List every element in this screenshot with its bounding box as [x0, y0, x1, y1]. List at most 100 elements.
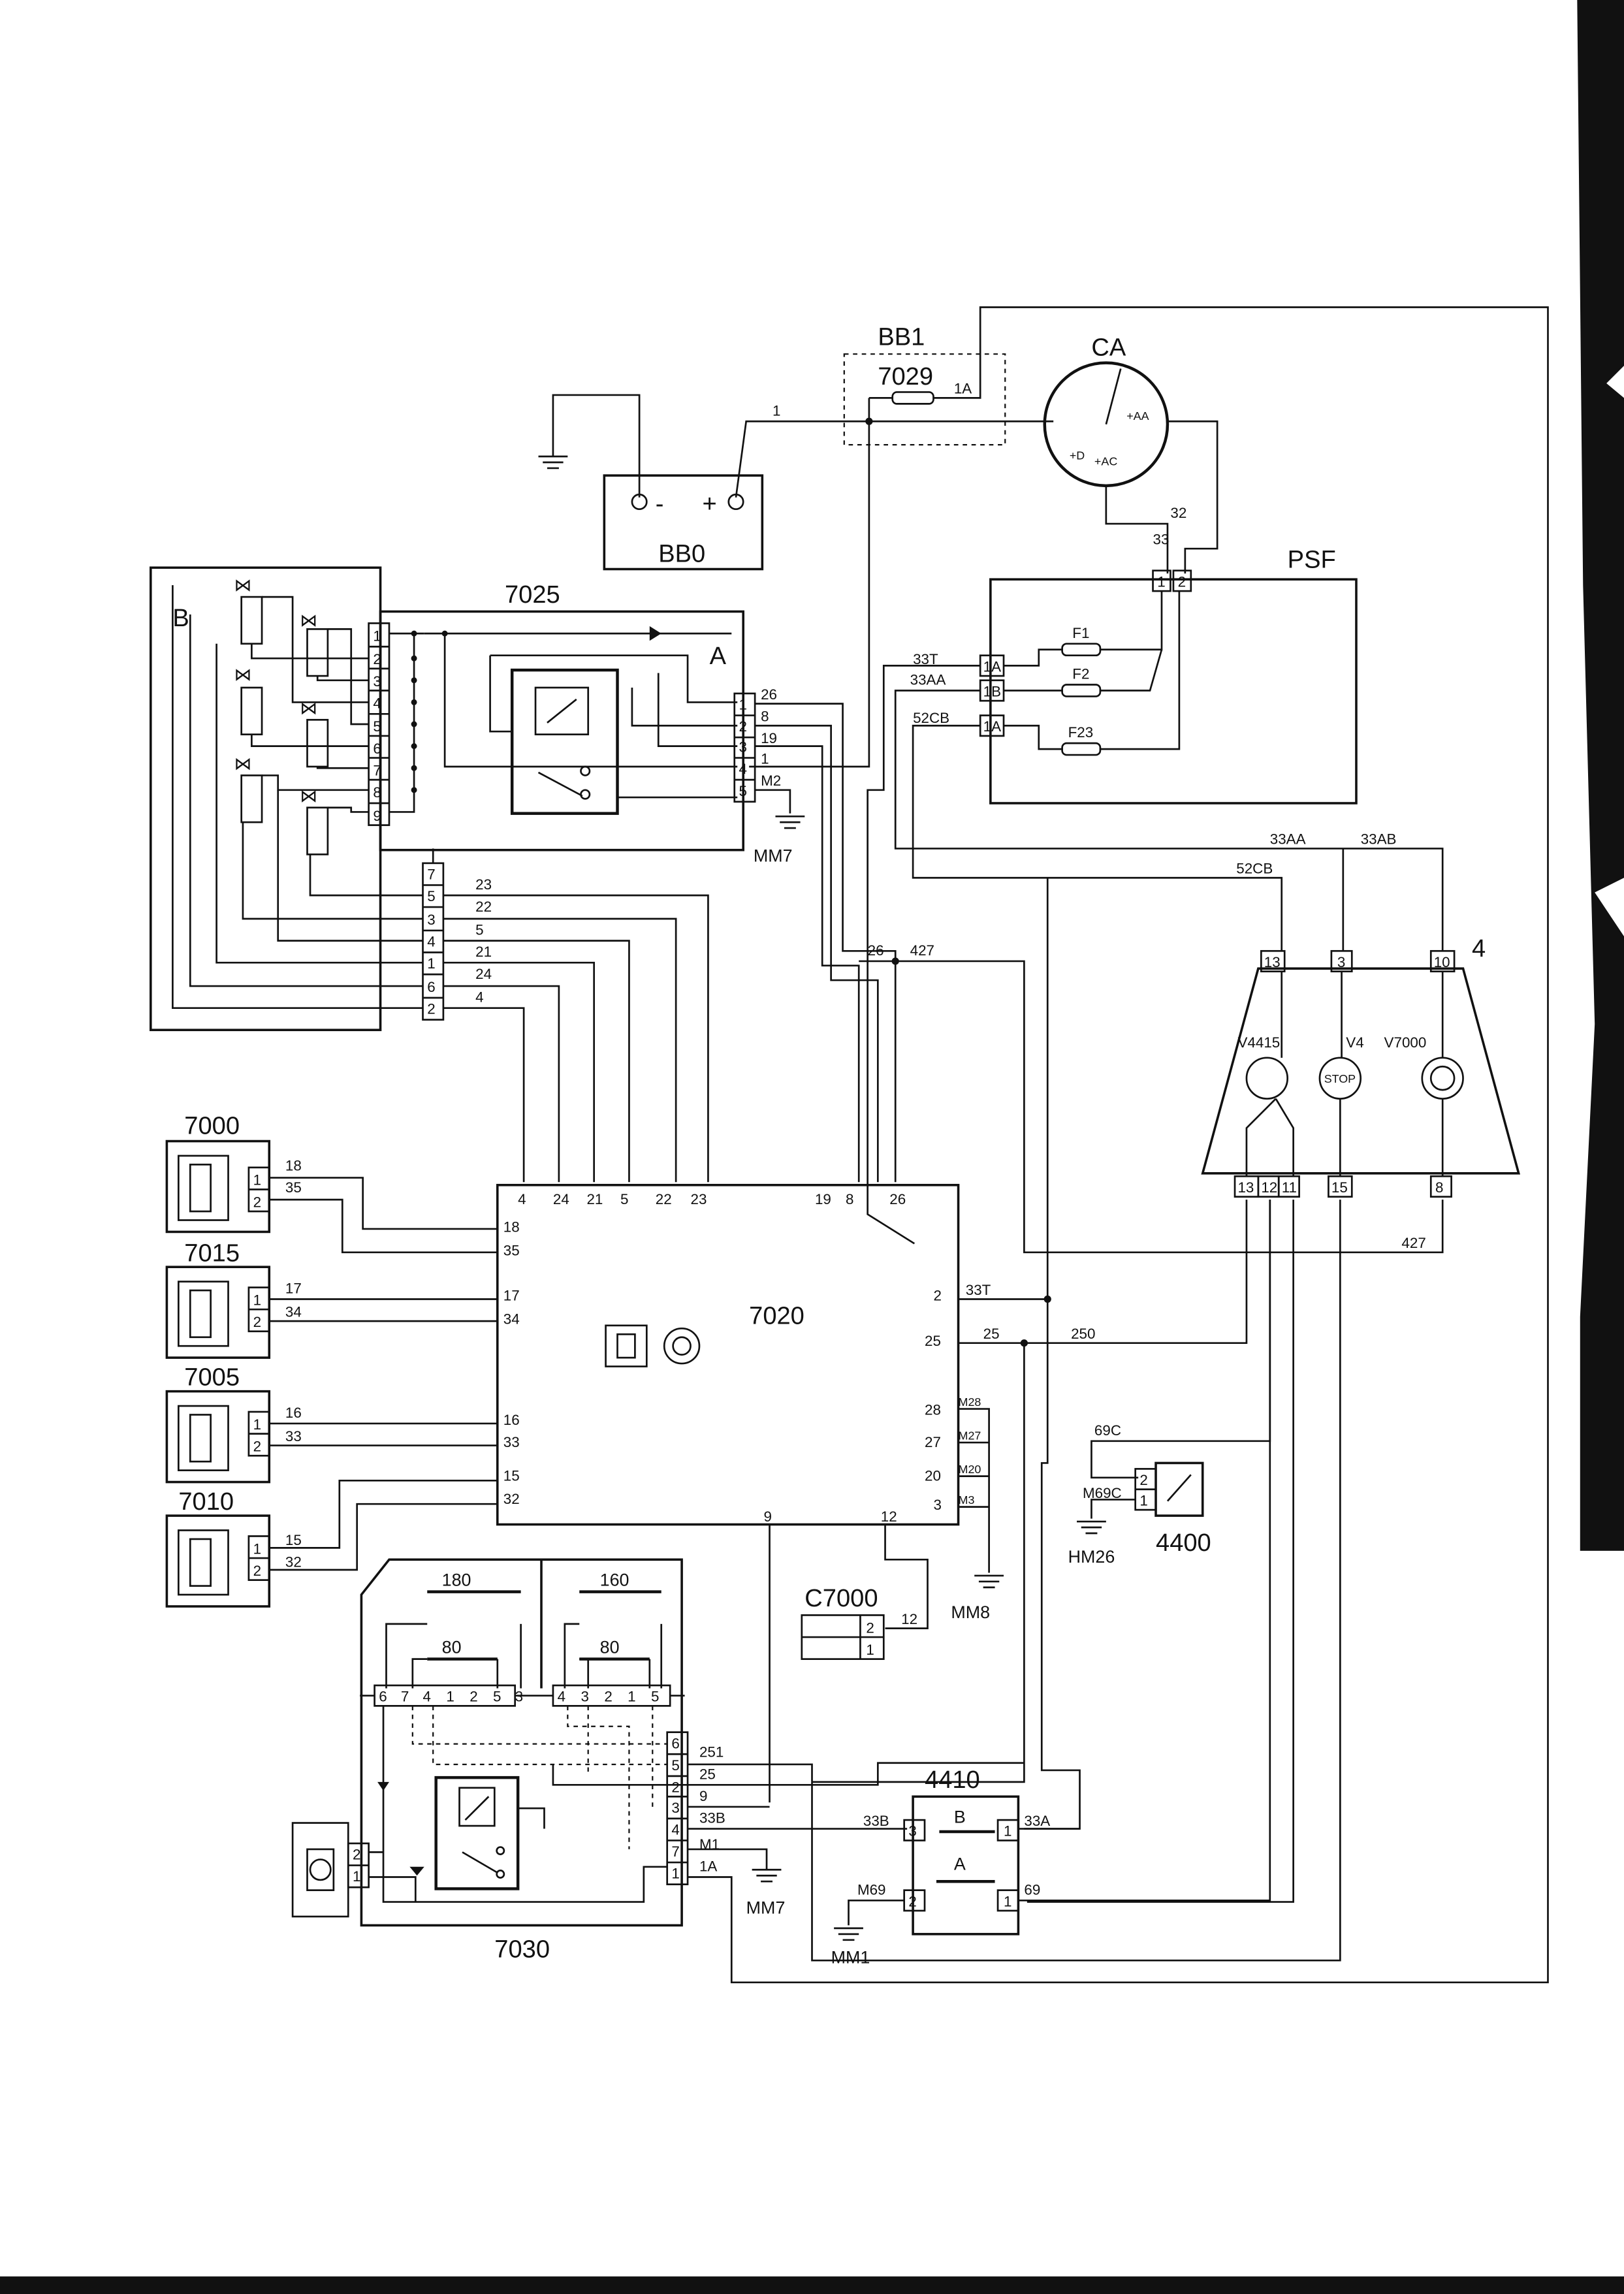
svg-text:F2: F2 — [1072, 666, 1089, 682]
svg-text:7: 7 — [671, 1843, 679, 1860]
injector-symbols: ⋈⋈ ⋈⋈ ⋈⋈ — [234, 575, 369, 855]
svg-text:4: 4 — [518, 1191, 526, 1207]
svg-text:1: 1 — [1004, 1823, 1011, 1840]
mm7-top-label: MM7 — [754, 846, 793, 866]
svg-text:7015: 7015 — [184, 1239, 240, 1267]
svg-text:8: 8 — [373, 784, 381, 801]
fuse-7029 — [891, 391, 934, 405]
svg-text:28: 28 — [925, 1401, 941, 1418]
wire-1a-loop — [688, 306, 1549, 1984]
svg-text:1A: 1A — [983, 718, 1001, 735]
svg-text:17: 17 — [503, 1288, 520, 1304]
svg-text:17: 17 — [285, 1281, 302, 1297]
svg-text:251: 251 — [699, 1744, 724, 1760]
svg-text:6: 6 — [671, 1735, 679, 1751]
wire-52cb-psf: 52CB — [913, 710, 949, 726]
svg-text:27: 27 — [925, 1434, 941, 1450]
svg-text:33: 33 — [503, 1434, 520, 1450]
svg-text:A: A — [954, 1854, 966, 1873]
svg-text:18: 18 — [285, 1157, 302, 1173]
svg-text:1: 1 — [739, 697, 746, 713]
lamp-v4415-icon — [1245, 1057, 1289, 1100]
relay-a-connector: 1 2 3 4 5 26 8 19 1 M2 — [733, 686, 781, 803]
svg-text:1: 1 — [866, 1642, 874, 1658]
svg-text:15: 15 — [503, 1467, 520, 1484]
sensor-7005: 7005 1 2 16 33 — [165, 1364, 302, 1484]
svg-text:F1: F1 — [1072, 625, 1089, 641]
svg-text:1: 1 — [253, 1540, 261, 1557]
svg-text:8: 8 — [761, 709, 769, 725]
svg-text:2: 2 — [253, 1314, 261, 1330]
mm1-label: MM1 — [831, 1948, 870, 1967]
svg-text:2: 2 — [427, 1001, 435, 1017]
relay-7030-label: 7030 — [494, 1936, 550, 1964]
svg-text:3: 3 — [1337, 954, 1345, 970]
wire-25-label: 25 — [983, 1326, 1000, 1342]
wire-427b-label: 427 — [1401, 1235, 1425, 1251]
wire-33t-psf: 33T — [913, 651, 938, 667]
svg-text:1: 1 — [1004, 1893, 1011, 1909]
scan-edge — [1577, 0, 1624, 1551]
svg-text:16: 16 — [503, 1412, 520, 1428]
svg-text:22: 22 — [656, 1191, 672, 1207]
wire-m69c-label: M69C — [1083, 1485, 1122, 1501]
battery-minus: - — [656, 490, 664, 518]
svg-text:⋈: ⋈ — [300, 611, 317, 630]
svg-text:7: 7 — [427, 867, 435, 883]
mm7-bottom-label: MM7 — [746, 1898, 786, 1917]
svg-text:1: 1 — [1157, 573, 1165, 590]
wire-26-label: 26 — [868, 942, 884, 959]
svg-text:1: 1 — [353, 1868, 360, 1885]
svg-text:3: 3 — [515, 1689, 523, 1705]
svg-text:M2: M2 — [761, 773, 781, 789]
wire-250-label: 250 — [1071, 1326, 1095, 1342]
lamp-v4-label: V4 — [1346, 1034, 1363, 1051]
svg-text:1: 1 — [1139, 1492, 1147, 1508]
wire-33b-label: 33B — [863, 1813, 889, 1829]
svg-text:21: 21 — [586, 1191, 603, 1207]
ecu-7020: 7020 — [496, 1183, 960, 1526]
svg-text:2: 2 — [353, 1847, 360, 1863]
svg-text:4: 4 — [423, 1689, 431, 1705]
svg-text:2: 2 — [373, 651, 381, 667]
relay-a-label: A — [710, 643, 727, 670]
ecu-ground-bus: M28 M27 M20 M3 — [958, 1395, 1004, 1589]
svg-text:2: 2 — [739, 718, 746, 735]
ground-mm7-top — [775, 815, 805, 829]
battery-label: BB0 — [658, 540, 705, 567]
ground-hm26 — [1077, 1520, 1106, 1535]
svg-text:M28: M28 — [959, 1395, 981, 1409]
svg-text:3: 3 — [933, 1497, 941, 1513]
svg-text:5: 5 — [373, 718, 381, 735]
svg-text:7: 7 — [401, 1689, 409, 1705]
svg-text:6: 6 — [379, 1689, 387, 1705]
svg-text:4: 4 — [739, 761, 746, 777]
svg-text:11: 11 — [1282, 1179, 1297, 1196]
svg-text:2: 2 — [1178, 573, 1186, 590]
svg-text:8: 8 — [846, 1191, 853, 1207]
svg-text:2: 2 — [1139, 1472, 1147, 1488]
ground-mm1 — [834, 1927, 863, 1941]
svg-text:5: 5 — [427, 888, 435, 904]
svg-text:34: 34 — [285, 1303, 302, 1320]
ground-mm7-bottom — [752, 1868, 782, 1883]
svg-text:2: 2 — [671, 1779, 679, 1796]
svg-text:16: 16 — [285, 1405, 302, 1421]
svg-text:3: 3 — [671, 1800, 679, 1816]
svg-text:M3: M3 — [959, 1493, 975, 1506]
svg-text:1: 1 — [446, 1689, 454, 1705]
svg-text:1: 1 — [253, 1172, 261, 1188]
mm8-label: MM8 — [951, 1602, 990, 1622]
svg-text:1: 1 — [253, 1416, 261, 1433]
wire-33: 33 — [1153, 531, 1170, 547]
ca-term-ac: +AC — [1094, 454, 1117, 468]
bb1-label: BB1 — [878, 324, 925, 351]
ecu-left-pins: 18 35 17 34 16 33 15 32 — [503, 1219, 520, 1507]
lamp-stop-text: STOP — [1324, 1072, 1356, 1085]
svg-text:1: 1 — [373, 628, 381, 644]
b-connector: 1 2 3 4 5 6 7 8 9 — [368, 622, 390, 826]
sensor-7015: 7015 1 2 17 34 — [165, 1239, 302, 1359]
svg-text:C7000: C7000 — [804, 1585, 878, 1612]
svg-text:4: 4 — [373, 695, 381, 711]
